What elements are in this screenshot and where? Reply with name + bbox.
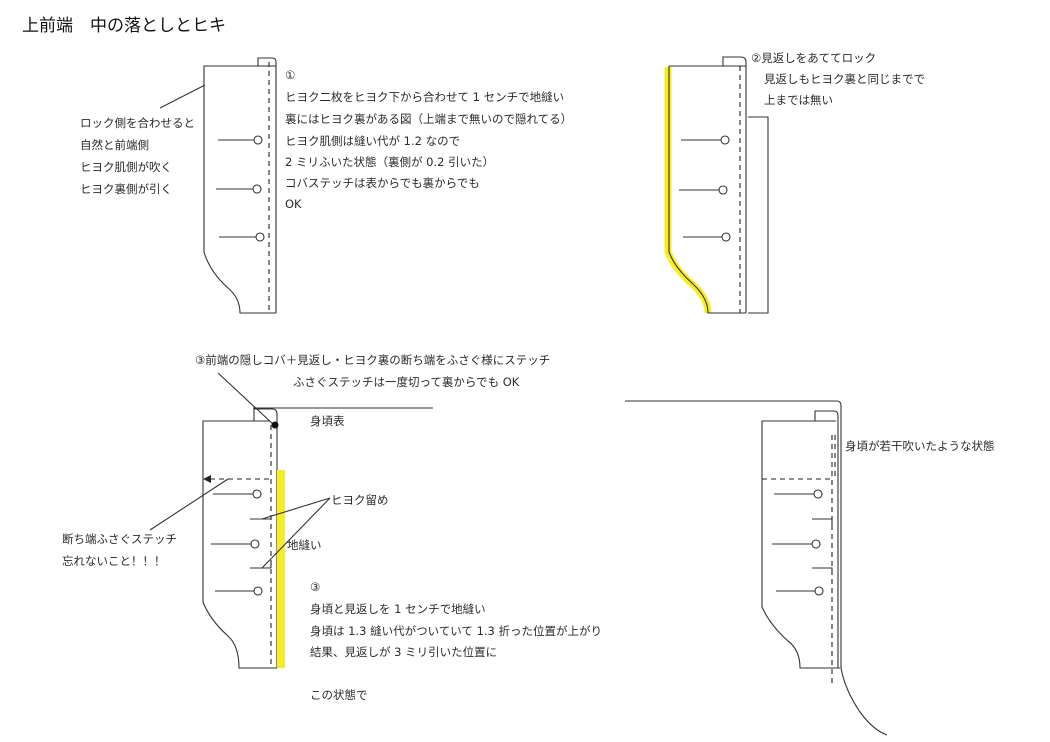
- placket-tab: [814, 410, 839, 668]
- button-icon: [814, 586, 824, 596]
- step-number: ①: [285, 68, 295, 82]
- stitch-start-dot: [271, 421, 279, 429]
- label-body-front: 身頃表: [310, 414, 345, 428]
- note-line: OK: [285, 197, 302, 211]
- note-line: ③前端の隠しコバ＋見返し・ヒヨク裏の断ち端をふさぐ様にステッチ: [195, 353, 550, 367]
- buttons: [679, 135, 731, 242]
- button-icon: [811, 539, 821, 549]
- buttons: [216, 135, 265, 242]
- note-line: ヒヨク裏側が引く: [80, 182, 172, 196]
- buttons: [772, 489, 824, 596]
- button-icon: [252, 184, 262, 194]
- label-placket-tack: ヒヨク留め: [331, 493, 389, 507]
- note-line: 自然と前端側: [80, 138, 149, 152]
- panel-step2: ②見返しをあててロック 見返しもヒヨク裏と同じまでで 上までは無い: [664, 51, 925, 314]
- step-number: ③: [310, 580, 320, 594]
- note-line: 身頃と見返しを 1 センチで地縫い: [310, 602, 486, 616]
- placket-tack-marks: [812, 518, 833, 574]
- leader-line: [159, 84, 206, 109]
- placket-under-outline: [748, 116, 769, 314]
- leader-line: [261, 497, 331, 569]
- buttons: [211, 489, 263, 596]
- body-fold-outline: [625, 400, 888, 736]
- note-line: ヒヨク二枚をヒヨク下から合わせて 1 センチで地縫い: [285, 90, 564, 104]
- note-line: ヒヨク肌側は縫い代が 1.2 なので: [285, 134, 460, 148]
- placket-tab: [257, 57, 277, 313]
- seam-highlight: [277, 470, 285, 668]
- facing-outline: [668, 66, 746, 314]
- button-icon: [253, 586, 263, 596]
- arrow-left-icon: [203, 475, 211, 483]
- note-line: この状態で: [310, 688, 368, 702]
- note-line: 断ち端ふさぐステッチ: [62, 532, 177, 546]
- button-icon: [813, 489, 823, 499]
- note-line: 身頃が若干吹いたような状態: [845, 439, 995, 453]
- button-icon: [252, 489, 262, 499]
- panel-step4: 身頃が若干吹いたような状態: [625, 400, 995, 736]
- note-line: ②見返しをあててロック: [751, 51, 876, 65]
- note-line: 上までは無い: [764, 93, 833, 107]
- leader-line: [217, 372, 275, 426]
- button-icon: [253, 135, 263, 145]
- panel-step3: ③前端の隠しコバ＋見返し・ヒヨク裏の断ち端をふさぐ様にステッチ ふさぐステッチは…: [62, 353, 602, 702]
- note-line: 2 ミリふいた状態（裏側が 0.2 引いた）: [285, 155, 494, 169]
- page-title: 上前端 中の落としとヒキ: [22, 16, 226, 36]
- note-line: 裏にはヒヨク裏がある図（上端まで無いので隠れてる）: [285, 112, 572, 126]
- panel-step1: ロック側を合わせると 自然と前端側 ヒヨク肌側が吹く ヒヨク裏側が引く ① ヒヨ…: [80, 57, 572, 314]
- placket-tack-marks: [250, 515, 272, 569]
- placket-tab: [722, 56, 747, 313]
- note-line: ヒヨク肌側が吹く: [80, 160, 172, 174]
- button-icon: [255, 232, 265, 242]
- note-line: ふさぐステッチは一度切って裏からでも OK: [293, 375, 520, 389]
- note-line: 忘れないこと！！！: [62, 554, 166, 568]
- button-icon: [250, 539, 260, 549]
- note-line: コバステッチは表からでも裏からでも: [285, 176, 480, 190]
- leader-line: [149, 478, 229, 531]
- note-line: 結果、見返しが 3 ミリ引いた位置に: [310, 645, 497, 659]
- button-icon: [718, 185, 728, 195]
- note-line: 見返しもヒヨク裏と同じまでで: [764, 72, 925, 86]
- placket-tab: [253, 408, 278, 668]
- note-line: 身頃は 1.3 縫い代がついていて 1.3 折った位置が上がり: [310, 624, 602, 638]
- button-icon: [720, 135, 730, 145]
- button-icon: [721, 232, 731, 242]
- front-body-outline: [203, 65, 276, 314]
- label-seam: 地縫い: [287, 538, 322, 552]
- note-line: ロック側を合わせると: [80, 116, 195, 130]
- front-body-outline: [761, 420, 840, 669]
- front-body-outline: [202, 420, 277, 669]
